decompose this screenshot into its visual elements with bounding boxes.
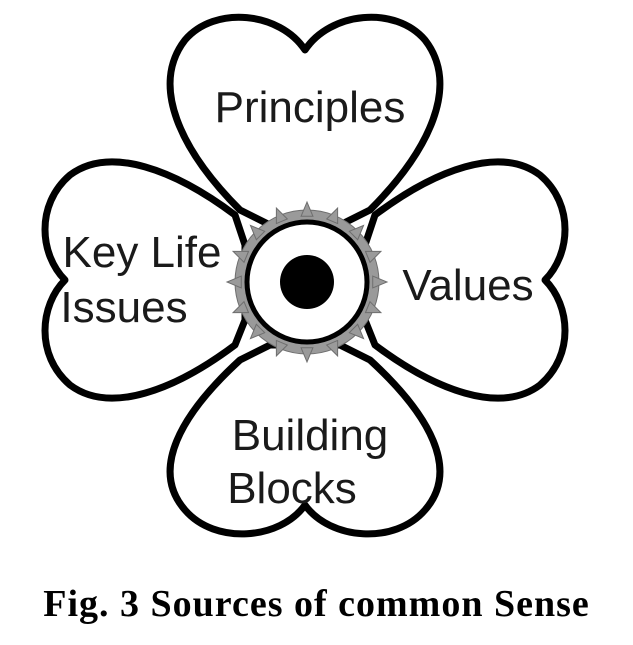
gear-tooth (300, 347, 314, 364)
label-values: Values (402, 261, 533, 310)
label-principles: Principles (215, 83, 406, 132)
gear-tooth (348, 224, 365, 241)
label-building: Building (232, 411, 389, 460)
petal-top (166, 13, 444, 229)
petal-left (41, 158, 249, 402)
four-leaf-clover-diagram: Principles Values Building Blocks Key Li… (41, 13, 569, 538)
figure-caption: Fig. 3 Sources of common Sense (43, 583, 590, 625)
gear-tooth (249, 224, 266, 241)
gear-tooth (364, 250, 383, 264)
center-dot (280, 255, 334, 309)
petal-bottom (166, 341, 444, 538)
gear-tooth (275, 339, 289, 358)
gear-tooth (300, 200, 314, 217)
gear-tooth (325, 339, 339, 358)
gear-tooth (372, 275, 389, 289)
gear-tooth (275, 206, 289, 225)
label-key-life: Key Life (63, 228, 222, 277)
gear-tooth (231, 250, 250, 264)
gear-tooth (249, 323, 266, 340)
gear-tooth (225, 275, 242, 289)
petal-right (361, 158, 569, 402)
gear-tooth (364, 300, 383, 314)
gear-tooth (231, 300, 250, 314)
gear-tooth (348, 323, 365, 340)
label-issues: Issues (60, 283, 187, 332)
gear-tooth (325, 206, 339, 225)
center-gear-icon (225, 200, 389, 364)
label-blocks: Blocks (227, 464, 357, 513)
